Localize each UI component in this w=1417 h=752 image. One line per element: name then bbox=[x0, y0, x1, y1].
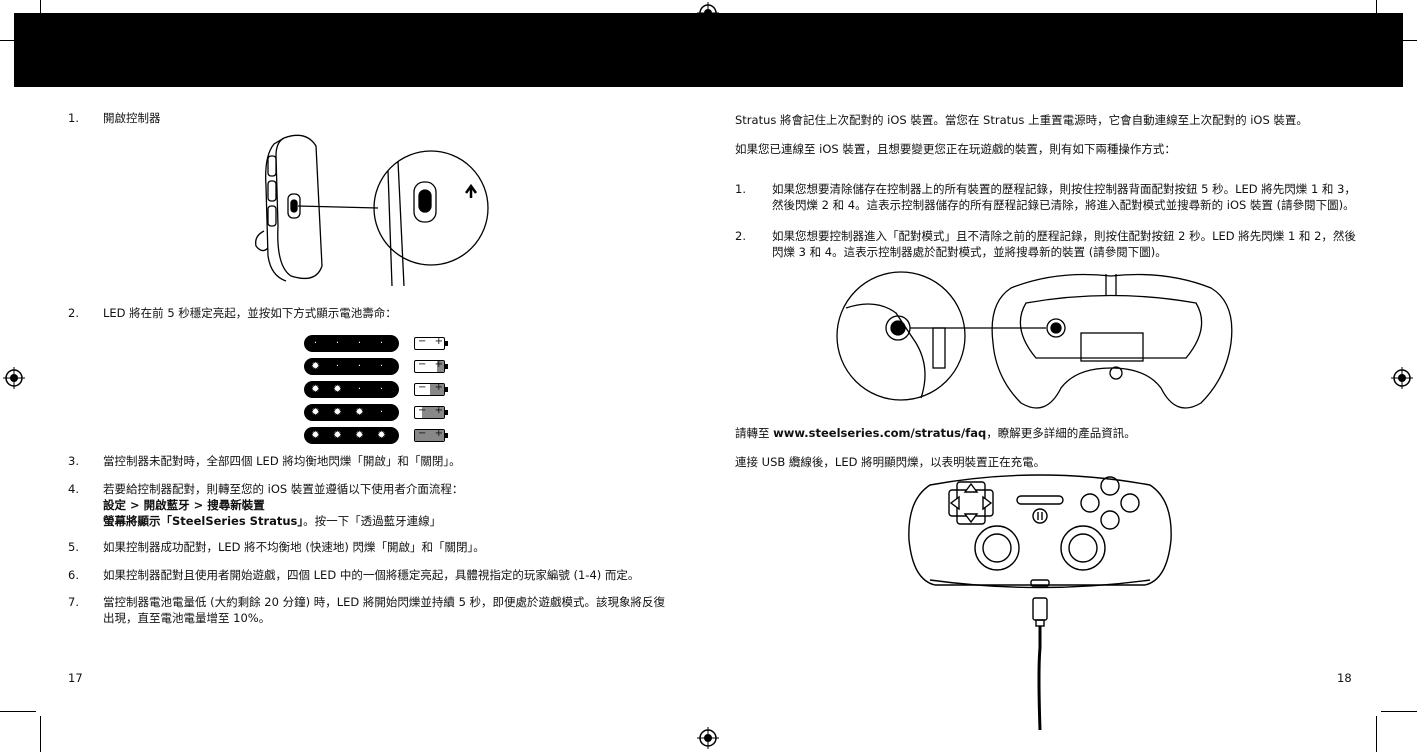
led-lit-icon: ✹ bbox=[311, 361, 320, 372]
step-text: 若要給控制器配對，則轉至您的 iOS 裝置並遵循以下使用者介面流程： bbox=[103, 482, 464, 496]
plus-icon: + bbox=[434, 336, 443, 347]
battery-icon: −+ bbox=[414, 359, 448, 373]
battery-fill bbox=[422, 407, 444, 418]
step-menu-path: 設定 > 開啟藍牙 > 搜尋新裝置 bbox=[103, 498, 265, 512]
crop-mark bbox=[1376, 0, 1377, 36]
led-lit-icon: ✹ bbox=[311, 407, 320, 418]
crop-mark bbox=[0, 711, 36, 712]
plus-icon: + bbox=[434, 382, 443, 393]
controller-pair-button-illustration bbox=[836, 271, 1233, 409]
battery-tip bbox=[445, 410, 448, 415]
battery-tip bbox=[445, 433, 448, 438]
step-number: 4. bbox=[68, 482, 79, 496]
battery-icon: −+ bbox=[414, 382, 448, 396]
item-number: 2. bbox=[735, 229, 746, 243]
registration-mark-icon bbox=[1391, 367, 1413, 389]
battery-icon: −+ bbox=[414, 428, 448, 442]
item-text: 如果您想要控制器進入「配對模式」且不清除之前的歷程記錄，則按住配對按鈕 2 秒。… bbox=[772, 229, 1356, 259]
led-indicator-row: ✹ ✹ ✹ ✹ bbox=[304, 427, 399, 444]
step-number: 3. bbox=[68, 454, 79, 468]
plus-icon: + bbox=[434, 405, 443, 416]
battery-fill bbox=[429, 384, 444, 395]
step-number: 6. bbox=[68, 568, 79, 582]
battery-tip bbox=[445, 341, 448, 346]
crop-mark bbox=[1381, 40, 1417, 41]
faq-suffix: ，瞭解更多詳細的產品資訊。 bbox=[986, 426, 1136, 440]
faq-link[interactable]: www.steelseries.com/stratus/faq bbox=[773, 426, 987, 440]
led-off-icon: · bbox=[379, 384, 384, 395]
led-lit-icon: ✹ bbox=[333, 407, 342, 418]
led-indicator-row: ✹ ✹ ✹ · bbox=[304, 404, 399, 421]
step-number: 1. bbox=[68, 111, 79, 125]
step-text-line: 螢幕將顯示「SteelSeries Stratus」。按一下「透過藍牙連線」 bbox=[103, 513, 441, 529]
crop-mark bbox=[1376, 716, 1377, 752]
led-lit-icon: ✹ bbox=[377, 430, 386, 441]
minus-icon: − bbox=[418, 336, 427, 347]
led-lit-icon: ✹ bbox=[311, 384, 320, 395]
step-text: 如果控制器成功配對，LED 將不均衡地 (快速地) 閃爍「開啟」和「關閉」。 bbox=[103, 540, 485, 554]
paragraph: Stratus 將會記住上次配對的 iOS 裝置。當您在 Stratus 上重置… bbox=[735, 113, 1308, 127]
battery-tip bbox=[445, 364, 448, 369]
minus-icon: − bbox=[418, 405, 427, 416]
led-indicator-row: · · · · bbox=[304, 335, 399, 352]
crop-mark bbox=[40, 716, 41, 752]
led-lit-icon: ✹ bbox=[333, 430, 342, 441]
led-off-icon: · bbox=[379, 338, 384, 349]
led-lit-icon: ✹ bbox=[311, 430, 320, 441]
step-number: 2. bbox=[68, 306, 79, 320]
battery-tip bbox=[445, 387, 448, 392]
battery-icon: −+ bbox=[414, 405, 448, 419]
led-off-icon: · bbox=[357, 384, 362, 395]
battery-fill bbox=[415, 430, 444, 441]
paragraph: 連接 USB 纜線後，LED 將明顯閃爍，以表明裝置正在充電。 bbox=[735, 455, 1046, 469]
step-text: 如果控制器配對且使用者開始遊戲，四個 LED 中的一個將穩定亮起，具體視指定的玩… bbox=[103, 568, 640, 582]
crop-mark bbox=[40, 0, 41, 36]
step-number: 7. bbox=[68, 595, 79, 609]
battery-fill bbox=[436, 361, 444, 372]
led-off-icon: · bbox=[335, 338, 340, 349]
plus-icon: + bbox=[434, 359, 443, 370]
registration-mark-icon bbox=[697, 2, 719, 24]
step-bold-text: 螢幕將顯示「SteelSeries Stratus」 bbox=[103, 514, 304, 528]
faq-prefix: 請轉至 bbox=[735, 426, 774, 440]
registration-mark-icon bbox=[3, 367, 25, 389]
led-off-icon: · bbox=[379, 361, 384, 372]
minus-icon: − bbox=[418, 428, 427, 439]
led-lit-icon: ✹ bbox=[355, 407, 364, 418]
step-number: 5. bbox=[68, 540, 79, 554]
led-off-icon: · bbox=[313, 338, 318, 349]
step-text-rest: 。按一下「透過藍牙連線」 bbox=[303, 514, 442, 528]
paragraph: 如果您已連線至 iOS 裝置，且想要變更您正在玩遊戲的裝置，則有如下兩種操作方式… bbox=[735, 142, 1176, 156]
header-band bbox=[14, 13, 1403, 87]
led-indicator-row: ✹ ✹ · · bbox=[304, 381, 399, 398]
led-off-icon: · bbox=[335, 361, 340, 372]
page-number: 17 bbox=[68, 671, 83, 685]
controller-power-switch-illustration bbox=[255, 134, 489, 287]
led-lit-icon: ✹ bbox=[333, 384, 342, 395]
led-lit-icon: ✹ bbox=[355, 430, 364, 441]
item-number: 1. bbox=[735, 182, 746, 196]
step-text: 當控制器未配對時，全部四個 LED 將均衡地閃爍「開啟」和「關閉」。 bbox=[103, 454, 461, 468]
crop-mark bbox=[0, 40, 36, 41]
faq-line: 請轉至 www.steelseries.com/stratus/faq，瞭解更多… bbox=[735, 425, 1136, 441]
page-number: 18 bbox=[1337, 671, 1352, 685]
led-off-icon: · bbox=[379, 407, 384, 418]
battery-icon: −+ bbox=[414, 336, 448, 350]
step-text: LED 將在前 5 秒穩定亮起，並按如下方式顯示電池壽命： bbox=[103, 306, 397, 320]
registration-mark-icon bbox=[697, 727, 719, 749]
controller-usb-charging-illustration bbox=[908, 474, 1172, 731]
plus-icon: + bbox=[434, 428, 443, 439]
item-text: 如果您想要清除儲存在控制器上的所有裝置的歷程記錄，則按住控制器背面配對按鈕 5 … bbox=[772, 182, 1356, 212]
led-off-icon: · bbox=[357, 338, 362, 349]
minus-icon: − bbox=[418, 359, 427, 370]
led-off-icon: · bbox=[357, 361, 362, 372]
step-text: 當控制器電池電量低 (大約剩餘 20 分鐘) 時，LED 將開始閃爍並持續 5 … bbox=[103, 595, 666, 609]
led-indicator-row: ✹ · · · bbox=[304, 358, 399, 375]
step-text-line: 出現，直至電池電量增至 10%。 bbox=[103, 611, 271, 625]
minus-icon: − bbox=[418, 382, 427, 393]
step-text: 開啟控制器 bbox=[103, 111, 161, 125]
crop-mark bbox=[1381, 711, 1417, 712]
